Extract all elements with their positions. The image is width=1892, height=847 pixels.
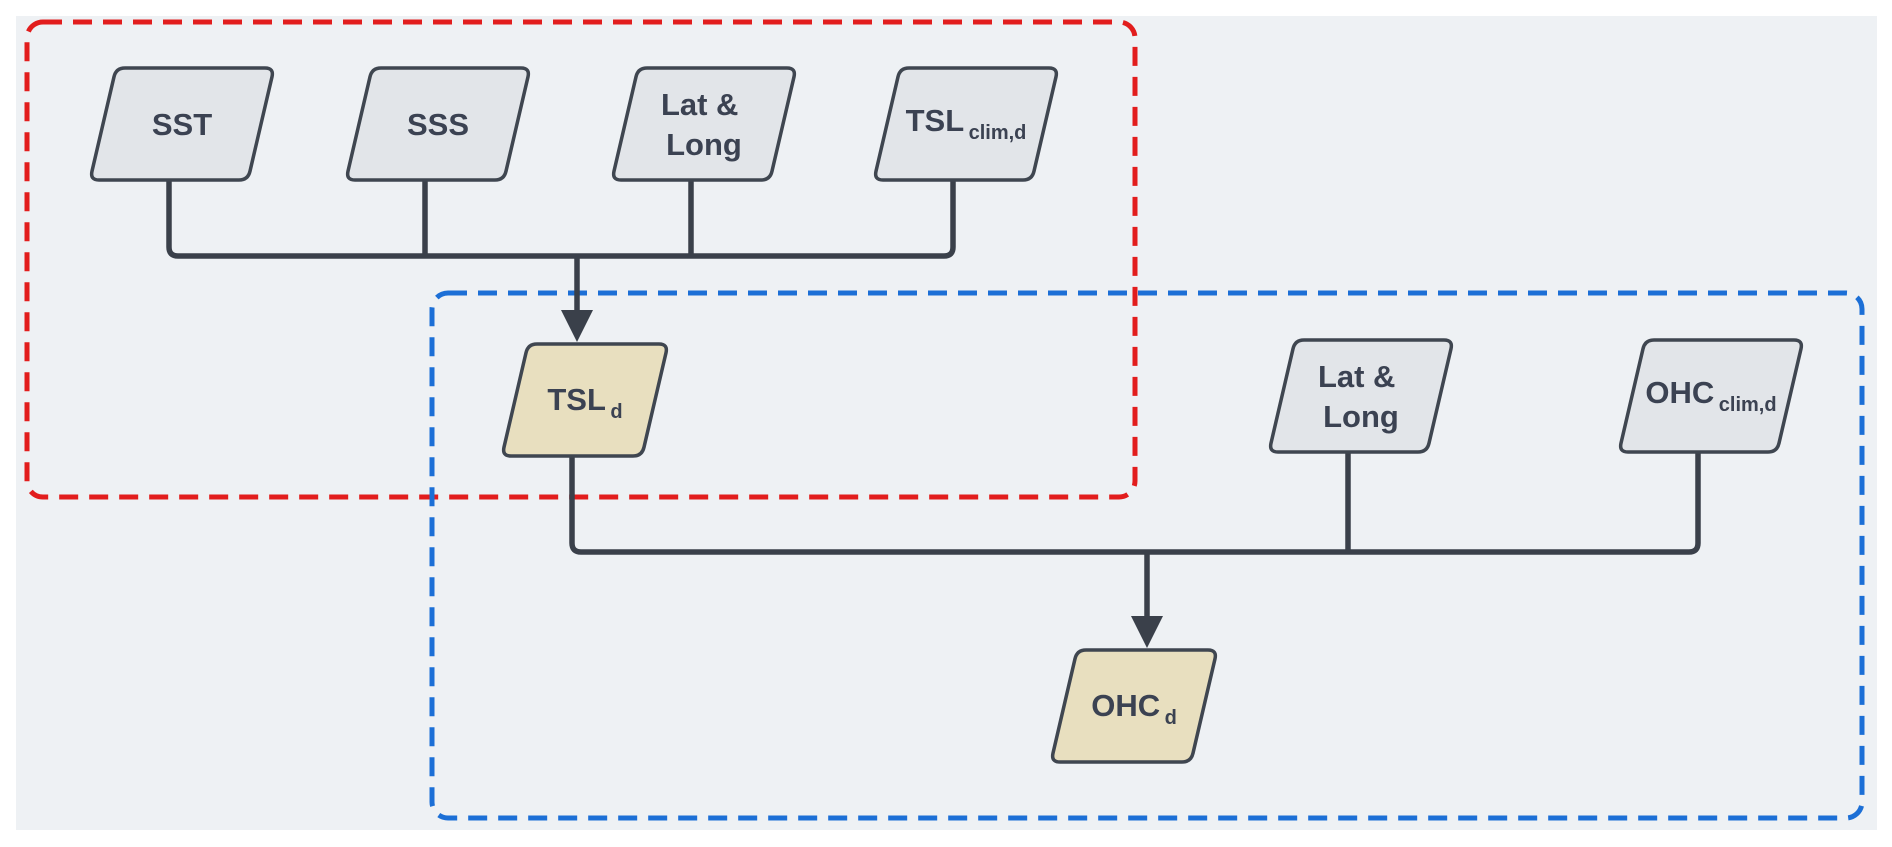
node-tsl-clim-label: TSL clim,d [906,103,1027,144]
node-ohc-clim [1618,338,1804,454]
node-lat-long-1 [611,66,797,182]
node-sss [345,66,531,182]
node-sss-label: SSS [407,107,469,142]
node-tsl-d [501,342,669,458]
arrowhead-ohcd [1131,616,1163,648]
node-tsl-d-label: TSL d [547,382,622,423]
node-lat-long-2 [1268,338,1454,454]
node-lat-long-2-label: Lat & Long [1318,359,1404,434]
node-ohc-d-label: OHC d [1091,688,1177,729]
node-sst-label: SST [152,107,212,142]
arrowhead-tsld [561,310,593,342]
red-group-box [24,19,1138,500]
node-tsl-clim [873,66,1059,182]
node-sst [89,66,275,182]
node-ohc-d [1050,648,1218,764]
node-ohc-clim-label: OHC clim,d [1645,375,1776,416]
connector-top-bus [166,180,956,259]
node-lat-long-1-label: Lat & Long [661,87,747,162]
blue-group-box [429,290,1865,821]
connector-bottom-bus [569,452,1701,555]
